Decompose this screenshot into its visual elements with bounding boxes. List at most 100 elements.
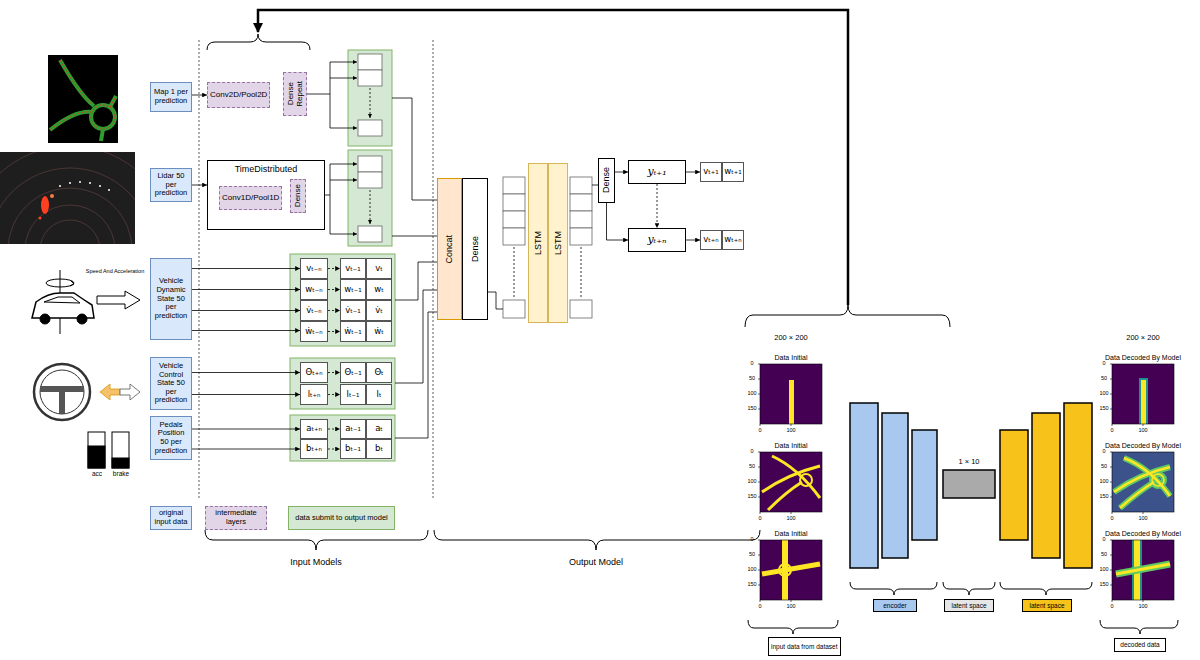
node-text: bₜ₊ₙ: [306, 444, 322, 454]
map-image: [60, 60, 94, 106]
autoencoder-bars: [850, 403, 1092, 568]
bracket: [850, 582, 937, 595]
text-label: 200 × 200: [774, 334, 808, 342]
text-label: 0: [1110, 604, 1113, 610]
lidar-image: [50, 194, 54, 198]
input-box: Pedals Position 50 per prediction: [150, 416, 192, 460]
fan-out-wire: [370, 88, 371, 118]
lidar-image: [8, 188, 132, 244]
text-label: 100: [747, 567, 756, 573]
lidar-image: [99, 185, 101, 187]
autoencoder-bars: [943, 470, 995, 498]
output-cell: vₜ₊ₙ: [700, 230, 722, 250]
node-text: latent space: [951, 602, 986, 609]
plot-axes: [1112, 452, 1174, 512]
legend-text: intermediate layers: [208, 509, 264, 526]
node-text: wₜ₊ₙ: [724, 235, 741, 245]
node-text: yₜ₊ₙ: [647, 234, 666, 247]
layer-box: Conv2D/Pool2D: [207, 82, 270, 108]
map-plot: [1114, 458, 1170, 508]
fan-out-wire: [330, 180, 357, 181]
arrow-connector: [328, 331, 340, 332]
node-text: Conv2D/Pool2D: [210, 90, 267, 99]
car-icon: [44, 297, 80, 303]
bracket: [1000, 582, 1092, 595]
layer-box: Conv1D/Pool1D: [219, 186, 282, 210]
state-cell: aₜ: [366, 419, 392, 439]
state-cell: wₜ₋₁: [340, 279, 366, 300]
plot-axes: [760, 364, 822, 424]
lstm-box: LSTM: [548, 163, 568, 323]
map-plot: [779, 564, 791, 576]
bracket: [205, 34, 1178, 634]
text-label: 100: [747, 479, 756, 485]
plot-axes: [760, 540, 822, 600]
output-data-box: [290, 358, 395, 409]
node-text: Dense: [470, 236, 480, 262]
state-cell: lₜ₊ₙ: [300, 384, 328, 405]
text-label: 0: [758, 604, 761, 610]
steering-wheel-icon: [34, 364, 140, 420]
state-cell: Θₜ₊ₙ: [300, 362, 328, 383]
output-data-box: [290, 254, 395, 346]
node-text: vₜ₊₁: [703, 167, 718, 177]
node-text: bₜ₋₁: [345, 444, 361, 454]
legend-swatch: original input data: [150, 506, 192, 530]
arrow-connector: [192, 185, 207, 186]
text-label: 150: [747, 494, 756, 500]
map-image: [110, 96, 116, 107]
plot-axes: [758, 364, 1174, 602]
node-text: vₜ₊ₙ: [703, 235, 718, 245]
connector-group: [192, 95, 700, 449]
autoencoder-bars: [912, 430, 937, 540]
bracket: [207, 34, 310, 50]
sequence-wire: [488, 292, 503, 309]
bracket: [943, 582, 995, 595]
map-plot: [772, 456, 820, 498]
bracket: [434, 530, 760, 550]
car-icon: [40, 314, 50, 324]
node-text: Dense: [601, 167, 611, 193]
input-box: Vehicle Dynamic State 50 per prediction: [150, 258, 192, 340]
arrow-connector: [192, 289, 300, 290]
text-label: 100: [786, 428, 795, 434]
arrow-connector: [192, 95, 207, 96]
arrow-connector: [328, 310, 340, 311]
arrow-connector: [192, 429, 300, 430]
fan-out-wire: [330, 128, 357, 129]
map-plot: [1141, 380, 1146, 424]
output-cell: vₜ₊₁: [700, 162, 722, 182]
node-text: Dense: [286, 82, 295, 105]
map-plot: [1116, 564, 1170, 574]
pedal-icon: [88, 432, 105, 468]
lidar-image: [59, 181, 110, 191]
arrow-connector: [192, 310, 300, 311]
dense-box: Dense: [598, 158, 615, 203]
map-image: [60, 60, 94, 106]
text-label: 0: [1102, 537, 1105, 543]
steering-wheel-icon: [120, 384, 140, 400]
map-image: [101, 129, 103, 141]
concat-wire: [395, 262, 437, 300]
state-cell: lₜ₋₁: [340, 384, 366, 405]
layer-box: Dense: [290, 179, 306, 213]
fan-out-wire: [330, 234, 357, 235]
map-image: [50, 60, 116, 130]
node-text: Θₜ₊ₙ: [305, 368, 322, 378]
node-text: aₜ₋₁: [345, 424, 361, 434]
input-box: Lidar 50 per prediction: [150, 168, 192, 202]
map-plot: [1114, 467, 1170, 492]
layer-box: DenseRepeat: [283, 72, 307, 116]
node-text: input data from dataset: [771, 643, 838, 650]
map-plot: [760, 452, 822, 512]
text-label: 0: [750, 361, 753, 367]
tag-box: latent space: [944, 599, 994, 612]
pedal-icon: [112, 458, 129, 468]
plot-axes: [1110, 540, 1143, 602]
lidar-image: [40, 220, 100, 244]
node-text: aₜ₊ₙ: [306, 424, 322, 434]
lidar-image: [0, 152, 135, 244]
state-cell: vₜ₋₁: [340, 258, 366, 279]
map-image: [91, 105, 115, 129]
state-cell: bₜ₊ₙ: [300, 439, 328, 459]
